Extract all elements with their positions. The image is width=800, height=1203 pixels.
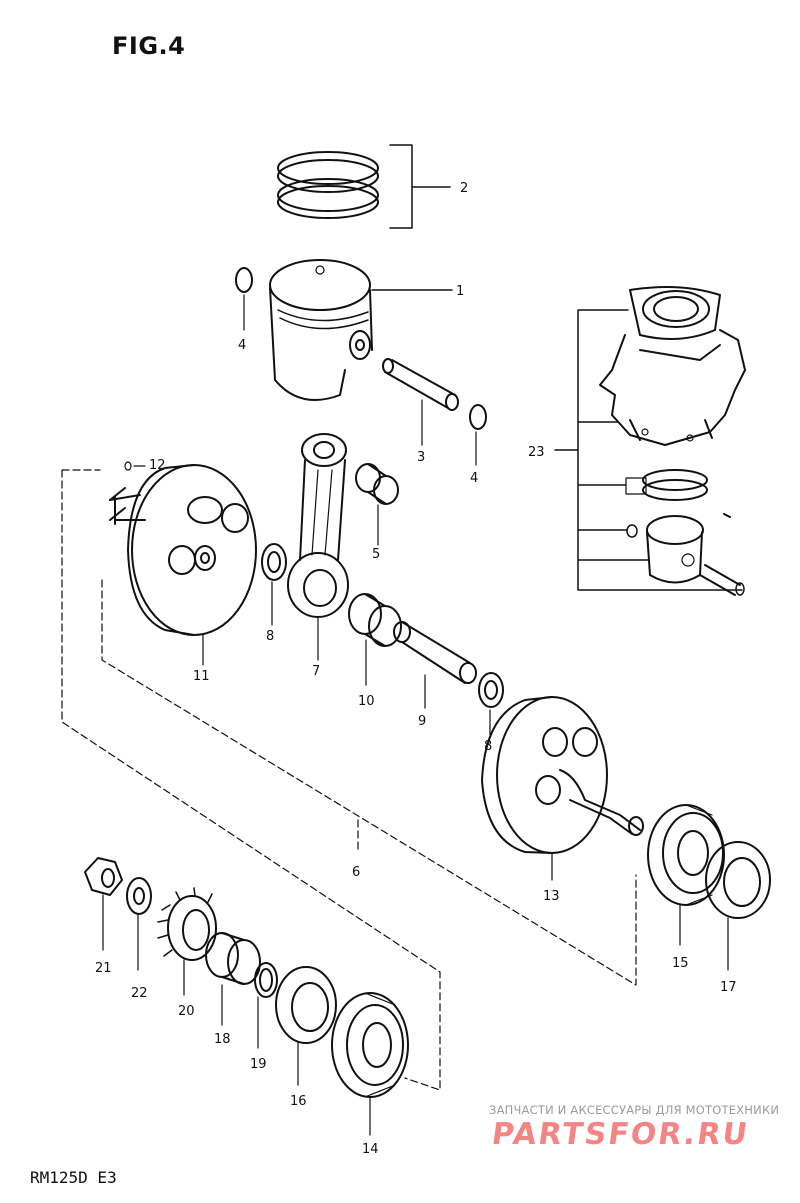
cylinder-kit (554, 285, 746, 596)
thrust-washer (261, 543, 504, 736)
crankshaft-assembly-bracket (61, 469, 637, 1091)
callout-4b: 4 (470, 471, 478, 486)
connecting-rod (287, 433, 349, 661)
callout-22: 22 (131, 986, 148, 1001)
crank-wheel-right (481, 696, 644, 881)
callout-19: 19 (250, 1057, 267, 1072)
primary-drive-gear (157, 887, 217, 996)
piston-ring-set (277, 144, 451, 229)
callout-9: 9 (418, 714, 426, 729)
key-pin (124, 461, 146, 471)
callout-18: 18 (214, 1032, 231, 1047)
callout-14: 14 (362, 1142, 379, 1157)
callout-7: 7 (312, 664, 320, 679)
callout-20: 20 (178, 1004, 195, 1019)
crank-bearing-right (647, 804, 725, 946)
figure-title: FIG.4 (112, 32, 186, 60)
callout-23: 23 (528, 445, 545, 460)
needle-bearing-big (348, 593, 402, 686)
oil-seal-left (275, 966, 337, 1086)
callout-15: 15 (672, 956, 689, 971)
crank-nut (84, 857, 123, 951)
callout-16: 16 (290, 1094, 307, 1109)
callout-4a: 4 (238, 338, 246, 353)
callout-6: 6 (352, 865, 360, 880)
callout-3: 3 (417, 450, 425, 465)
crank-pin (393, 621, 477, 709)
watermark-brand: PARTSFOR.RU (489, 1117, 752, 1152)
o-ring (254, 962, 278, 1049)
spacer (205, 932, 261, 1026)
crank-wheel-left (109, 464, 257, 666)
piston-pin (382, 358, 459, 446)
oil-seal-right (705, 841, 771, 971)
needle-bearing-small (355, 463, 399, 546)
model-code: RM125D E3 (30, 1168, 117, 1187)
callout-1: 1 (456, 284, 464, 299)
piston (269, 259, 453, 401)
callout-17: 17 (720, 980, 737, 995)
callout-2: 2 (460, 181, 468, 196)
lock-washer (126, 877, 152, 971)
callout-8b: 8 (484, 739, 492, 754)
callout-5: 5 (372, 547, 380, 562)
watermark-tagline: ЗАПЧАСТИ И АКСЕССУАРЫ ДЛЯ МОТОТЕХНИКИ (489, 1103, 780, 1117)
callout-21: 21 (95, 961, 112, 976)
callout-11: 11 (193, 669, 210, 684)
callout-12: 12 (149, 458, 166, 473)
callout-13: 13 (543, 889, 560, 904)
callout-8a: 8 (266, 629, 274, 644)
callout-labels: 2 1 4 3 4 12 5 8 7 11 10 9 8 23 6 13 15 … (95, 181, 737, 1157)
crank-bearing-left (331, 992, 409, 1136)
callout-10: 10 (358, 694, 375, 709)
circlip (235, 267, 487, 466)
